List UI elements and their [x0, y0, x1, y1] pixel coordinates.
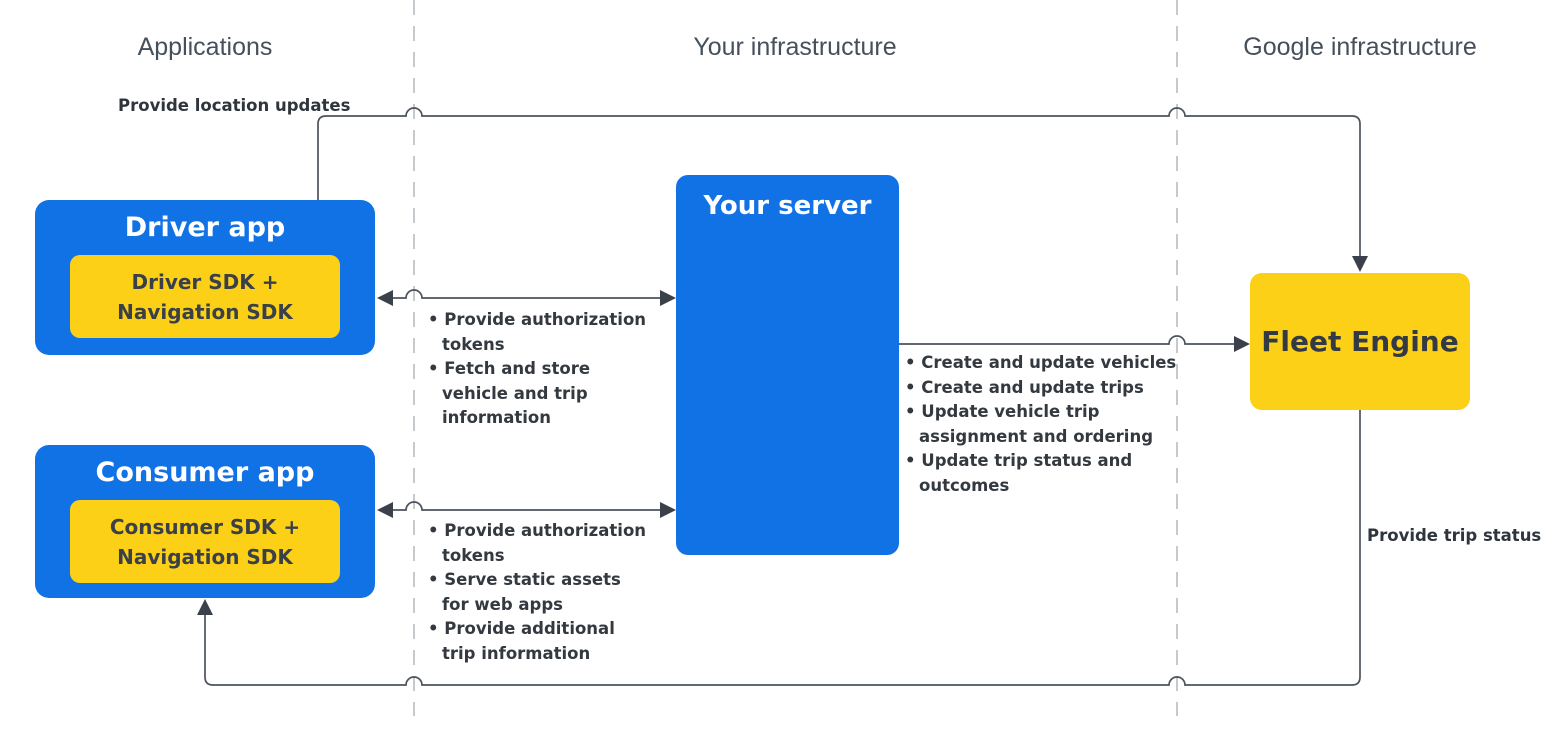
arrowhead-right-server-icon: [660, 290, 676, 306]
edge-server-fleet: [898, 335, 1236, 345]
arrowhead-right-fleet-icon: [1234, 336, 1250, 352]
list-item: Provide authorization tokens: [428, 308, 653, 357]
node-your-server: Your server: [676, 175, 899, 555]
label-provide-trip-status: Provide trip status: [1367, 526, 1542, 545]
node-driver-app: Driver app Driver SDK + Navigation SDK: [35, 200, 375, 355]
arrowhead-up-consumer-icon: [197, 599, 213, 615]
list-item: Create and update vehicles: [905, 351, 1195, 376]
node-driver-sdk: Driver SDK + Navigation SDK: [70, 255, 340, 338]
list-item: Fetch and store vehicle and trip informa…: [428, 357, 653, 431]
edge-list-consumer-server: Provide authorization tokens Serve stati…: [428, 519, 653, 666]
node-consumer-app: Consumer app Consumer SDK + Navigation S…: [35, 445, 375, 598]
edge-driver-server: [391, 289, 662, 299]
lane-header-applications: Applications: [137, 33, 273, 61]
arrowhead-right-server2-icon: [660, 502, 676, 518]
fleet-engine-title: Fleet Engine: [1261, 325, 1459, 358]
list-item: Serve static assets for web apps: [428, 568, 653, 617]
list-item: Provide authorization tokens: [428, 519, 653, 568]
consumer-app-title: Consumer app: [95, 457, 315, 488]
consumer-sdk-line1: Consumer SDK +: [109, 514, 301, 539]
edge-trip-status: [204, 410, 1361, 686]
list-item: Provide additional trip information: [428, 617, 653, 666]
label-provide-location-updates: Provide location updates: [118, 96, 351, 115]
driver-sdk-line1: Driver SDK +: [131, 269, 279, 294]
list-item: Update vehicle trip assignment and order…: [905, 400, 1195, 449]
node-consumer-sdk: Consumer SDK + Navigation SDK: [70, 500, 340, 583]
lane-header-google-infrastructure: Google infrastructure: [1243, 33, 1477, 61]
your-server-title: Your server: [703, 191, 872, 221]
consumer-sdk-line2: Navigation SDK: [117, 544, 293, 569]
edge-location-updates: [317, 107, 1361, 258]
node-fleet-engine: Fleet Engine: [1250, 273, 1470, 410]
edge-list-driver-server: Provide authorization tokens Fetch and s…: [428, 308, 653, 431]
list-item: Update trip status and outcomes: [905, 449, 1195, 498]
arrowhead-left-driver-icon: [377, 290, 393, 306]
driver-sdk-line2: Navigation SDK: [117, 299, 293, 324]
arrowhead-down-fleet-top-icon: [1352, 256, 1368, 272]
driver-app-title: Driver app: [124, 212, 286, 243]
edge-consumer-server: [391, 501, 662, 511]
arrowhead-left-consumer-icon: [377, 502, 393, 518]
list-item: Create and update trips: [905, 376, 1195, 401]
edge-list-server-fleet: Create and update vehicles Create and up…: [905, 351, 1195, 498]
lane-header-your-infrastructure: Your infrastructure: [693, 33, 897, 61]
